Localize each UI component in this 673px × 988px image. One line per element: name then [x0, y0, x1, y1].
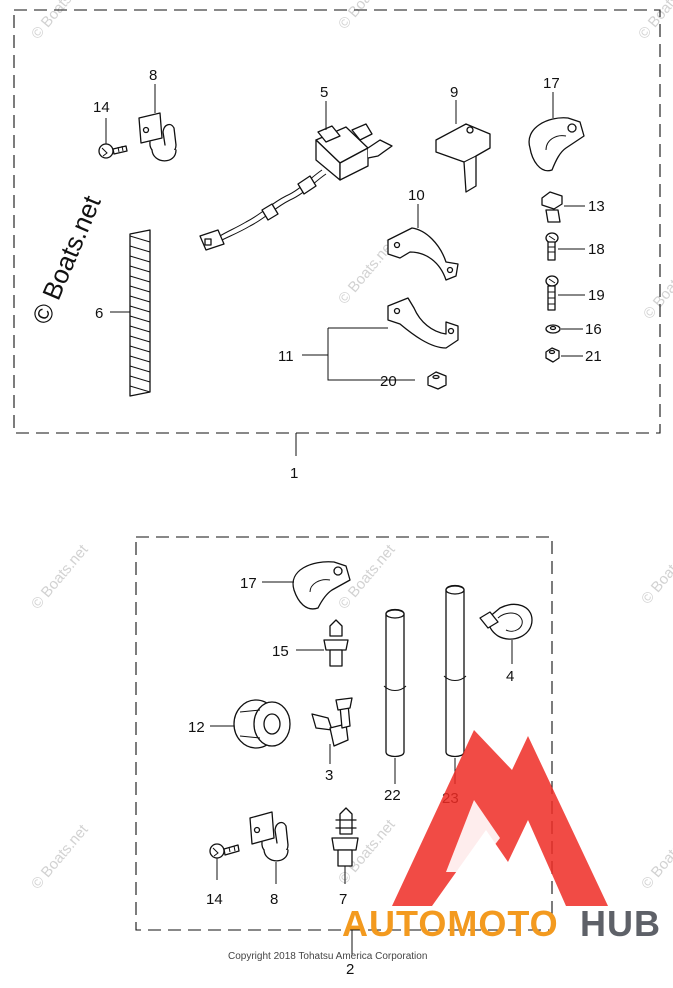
watermark-faint: © Boats.net [640, 251, 673, 323]
callout-2: 2 [346, 961, 354, 978]
callout-1: 1 [290, 465, 298, 482]
part-22-hose: 22 [383, 608, 407, 804]
part-7-straight-fitting: 7 [331, 807, 359, 908]
part-17-clamp: 17 [528, 75, 585, 172]
callout-10: 10 [408, 187, 425, 204]
callout-19: 19 [588, 287, 605, 304]
part-19-bolt: 19 [545, 275, 605, 311]
part-10-clamp-half: 10 [387, 187, 459, 281]
part-17-clamp: 17 [240, 561, 351, 610]
callout-6: 6 [95, 305, 103, 322]
watermark-faint: © Boats.net [28, 821, 92, 893]
group-2-frame [135, 536, 553, 931]
callout-17: 17 [543, 75, 560, 92]
part-12-grommet: 12 [188, 699, 291, 749]
callout-14: 14 [206, 891, 223, 908]
callout-16: 16 [585, 321, 602, 338]
watermark-faint: © Boats.net [638, 536, 673, 608]
callout-17: 17 [240, 575, 257, 592]
callout-4: 4 [506, 668, 514, 685]
part-16-washer: 16 [545, 321, 602, 338]
watermark-faint: © Boats.net [28, 0, 92, 43]
watermark-faint: © Boats.net [638, 821, 673, 893]
part-8-clip: 8 [138, 67, 177, 162]
callout-8: 8 [149, 67, 157, 84]
part-14-screw: 14 [206, 843, 240, 908]
group-1-kit: 1 © Boats.net 14 8 [13, 9, 661, 482]
watermark-faint: © Boats.net [335, 0, 399, 33]
logo-text-gray: HUB [580, 903, 661, 944]
part-14-screw: 14 [93, 99, 128, 159]
callout-7: 7 [339, 891, 347, 908]
callout-5: 5 [320, 84, 328, 101]
logo-text-orange: AUTOMOTO [342, 903, 559, 944]
part-6-spiral-wrap: 6 [95, 229, 151, 397]
part-4-tie-strap: 4 [479, 603, 533, 685]
callout-3: 3 [325, 767, 333, 784]
part-11-clamp-half: 11 [278, 297, 459, 381]
part-8-clip: 8 [249, 811, 289, 908]
group-2-kit: 2 17 15 4 [135, 536, 553, 978]
part-15-fitting: 15 [272, 619, 349, 667]
copyright-notice: Copyright 2018 Tohatsu America Corporati… [228, 951, 427, 962]
callout-20: 20 [380, 373, 397, 390]
callout-14: 14 [93, 99, 110, 116]
part-9-bracket: 9 [435, 84, 491, 193]
part-3-elbow-fitting: 3 [311, 697, 353, 784]
automotohub-logo: AUTOMOTO HUB [342, 730, 661, 944]
watermark-faint: © Boats.net [28, 541, 92, 613]
watermark-faint: © Boats.net [635, 0, 673, 43]
group-1-frame [13, 9, 661, 434]
part-5-switch-harness: 5 [199, 84, 393, 251]
logo-inner-triangle [446, 800, 500, 872]
callout-21: 21 [585, 348, 602, 365]
callout-15: 15 [272, 643, 289, 660]
part-18-screw: 18 [545, 232, 605, 261]
part-21-nut: 21 [545, 347, 602, 365]
callout-8: 8 [270, 891, 278, 908]
part-13-bolt: 13 [541, 191, 605, 223]
callout-13: 13 [588, 198, 605, 215]
callout-9: 9 [450, 84, 458, 101]
logo-triangle [392, 730, 608, 906]
callout-18: 18 [588, 241, 605, 258]
callout-11: 11 [278, 348, 294, 365]
callout-12: 12 [188, 719, 205, 736]
part-20-nut: 20 [380, 371, 447, 390]
callout-22: 22 [384, 787, 401, 804]
